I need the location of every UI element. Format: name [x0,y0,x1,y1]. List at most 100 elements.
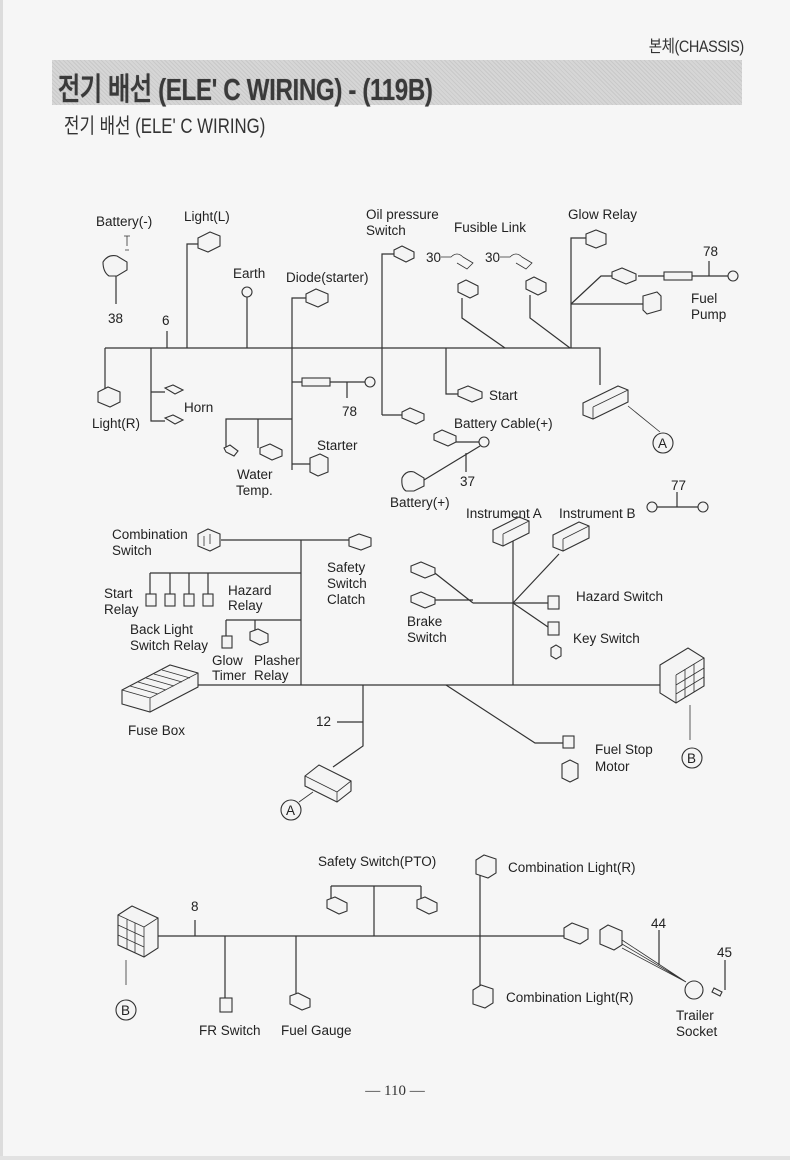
jumper-terminal-icon [697,501,709,513]
label-combination: Combination [112,527,188,542]
connector-ref-b-circle [681,747,703,769]
connector-ref-a-circle [280,799,302,821]
connector-ref-a: A [658,436,667,451]
glow-relay-connector-icon [585,229,607,249]
fuse-icon [663,271,693,281]
start-connector-icon [457,385,483,403]
combination-light-connector-icon [475,854,497,879]
battery-cable-connector-icon [401,407,425,425]
starter-connector-icon [309,453,329,477]
label-combination-switch: Switch [112,543,152,558]
brake-switch-connector-icon [410,591,436,609]
jumper-terminal-icon [646,501,658,513]
fuel-pump-plug-icon [642,291,662,315]
label-back-light: Back Light [130,622,193,637]
label-glow-timer: Timer [212,668,246,683]
diode-connector-icon [305,288,329,308]
part-number-30-b: 30 [485,250,500,265]
label-plasher: Plasher [254,653,300,668]
connector-a-block-icon [582,385,629,420]
part-number-77: 77 [671,478,686,493]
dash-harness: 77 Combination Switch Safety Switch Clat… [104,478,709,821]
label-fusible-link: Fusible Link [454,220,526,235]
page-subtitle: 전기 배선 (ELE' C WIRING) [64,115,266,138]
key-switch-plug-icon [550,644,562,660]
safety-switch-pto-connector-icon [326,896,348,915]
fuel-stop-motor-icon [561,759,579,783]
label-brake-switch: Switch [407,630,447,645]
label-glow: Glow [212,653,243,668]
safety-clatch-connector-icon [348,533,372,551]
label-hazard-relay: Relay [228,598,263,613]
part-number-78-b: 78 [342,404,357,419]
instrument-a-connector-icon [492,516,530,547]
label-back-light-switch-relay: Switch Relay [130,638,208,653]
title-band [52,60,742,105]
battery-negative-terminal [102,235,130,304]
light-connector-icon [197,231,221,253]
part-number-6: 6 [162,313,170,328]
battery-terminal-ring-icon [478,436,490,448]
connector-ref-a-bottom: A [286,803,295,818]
page-number: — 110 — [365,1083,425,1099]
bolt-icon [711,987,723,997]
page-edge [0,0,3,1160]
safety-switch-pto-connector-icon [416,896,438,915]
label-instrument-a: Instrument A [466,506,542,521]
label-hazard: Hazard [228,583,272,598]
trailer-plug-icon [599,924,623,951]
page-edge [0,1156,790,1160]
fuel-gauge-connector-icon [289,992,311,1011]
label-brake: Brake [407,614,442,629]
label-instrument-b: Instrument B [559,506,636,521]
part-number-37: 37 [460,474,475,489]
label-plasher-relay: Relay [254,668,289,683]
connector-ref-b-rear: B [121,1003,130,1018]
label-start-relay: Start [104,586,133,601]
part-number-44: 44 [651,916,667,931]
label-start-relay-2: Relay [104,602,139,617]
label-light-l: Light(L) [184,209,230,224]
label-fuse-box: Fuse Box [128,723,185,738]
fuel-stop-connector-icon [562,735,575,749]
relay-icon [145,593,157,607]
label-glow-relay: Glow Relay [568,207,637,222]
battery-terminal-icon [102,255,128,277]
part-number-45: 45 [717,945,732,960]
label-battery-pos: Battery(+) [390,495,450,510]
key-switch-connector-icon [547,621,560,636]
bolt-icon [124,235,130,251]
part-number-8: 8 [191,899,199,914]
label-trailer-socket: Socket [676,1024,718,1039]
hazard-switch-connector-icon [547,595,560,610]
label-oil-pressure: Oil pressure [366,207,439,222]
label-earth: Earth [233,266,265,281]
label-combination-light-bottom: Combination Light(R) [506,990,634,1005]
relay-icon [164,593,176,607]
relay-icon [183,593,195,607]
label-key-switch: Key Switch [573,631,640,646]
label-fuel-gauge: Fuel Gauge [281,1023,352,1038]
connector-ref-a-circle [652,432,674,454]
label-fuel: Fuel [691,291,717,306]
label-battery-neg: Battery(-) [96,214,152,229]
label-safety-clatch: Clatch [327,592,365,607]
earth-ring-terminal-icon [241,286,253,298]
battery-positive-terminal-icon [401,471,425,492]
combination-switch-connector-icon [197,528,221,552]
section-label: 본체(CHASSIS) [649,37,744,56]
label-hazard-switch: Hazard Switch [576,589,663,604]
trailer-socket-icon [684,980,704,1000]
connector-b-block-icon [659,647,705,704]
page-title: 전기 배선 (ELE' C WIRING) - (119B) [58,72,433,107]
engine-harness: Battery(-) 38 6 Light(L) Earth Diode(sta… [92,207,739,510]
label-safety-switch-pto: Safety Switch(PTO) [318,854,436,869]
plasher-relay-icon [249,628,269,646]
ground-terminal-icon [364,376,376,388]
label-fuel-stop-motor: Motor [595,759,630,774]
fusible-link-socket-icon [457,279,479,299]
brake-switch-connector-icon [410,561,436,579]
water-temp-sender-icon [223,444,239,457]
connector-ref-b: B [687,751,696,766]
label-fuel-pump: Pump [691,307,726,322]
